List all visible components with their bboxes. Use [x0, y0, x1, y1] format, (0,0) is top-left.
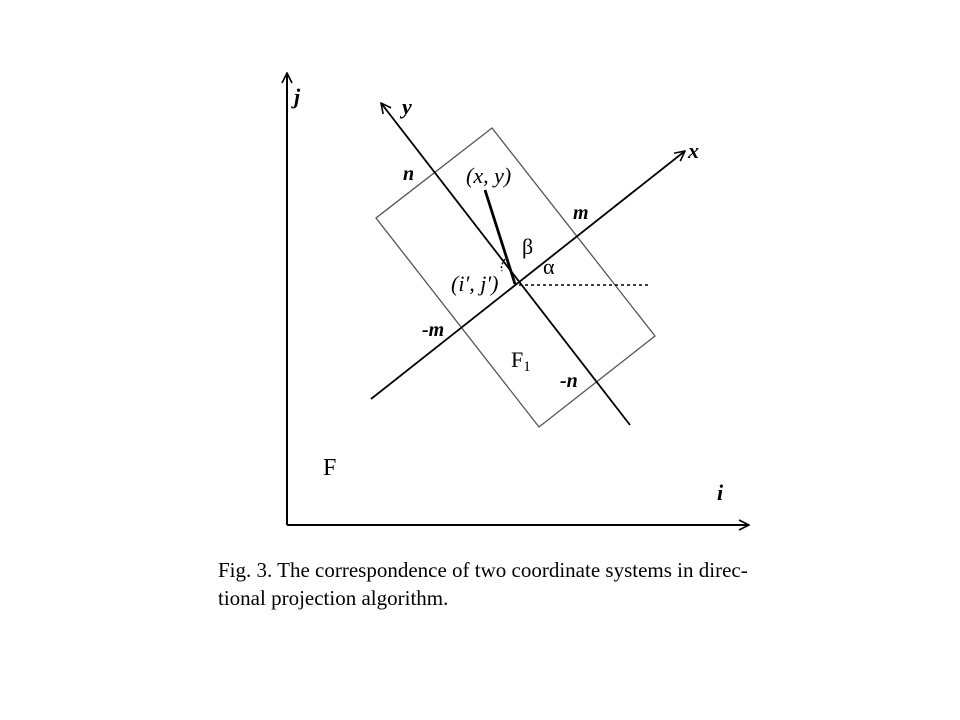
point-ij-label: (i′, j′) [451, 271, 499, 296]
region-f1-subscript: 1 [523, 359, 531, 375]
beta-angle-arc [500, 258, 506, 272]
caption-line-2: tional projection algorithm. [218, 586, 449, 610]
neg-m-label: -m [422, 319, 444, 341]
caption-line-1: Fig. 3. The correspondence of two coordi… [218, 558, 748, 582]
beta-label: β [522, 234, 533, 259]
m-label: m [573, 202, 589, 224]
point-xy-label: (x, y) [466, 163, 511, 188]
x-axis-label: x [687, 138, 699, 163]
neg-n-label: -n [560, 370, 578, 392]
n-label: n [403, 163, 414, 185]
point-vector-line [483, 189, 517, 285]
i-axis-label: i [717, 480, 724, 505]
rotated-rectangle [375, 127, 656, 428]
x-axis-line [370, 151, 685, 400]
j-axis-label: j [291, 84, 301, 109]
y-axis-line [381, 103, 631, 426]
alpha-label: α [543, 254, 555, 279]
y-axis-label: y [399, 94, 412, 119]
region-f-label: F [323, 455, 336, 481]
figure-caption: Fig. 3. The correspondence of two coordi… [218, 556, 838, 612]
region-f1-label: F1 [511, 347, 531, 375]
